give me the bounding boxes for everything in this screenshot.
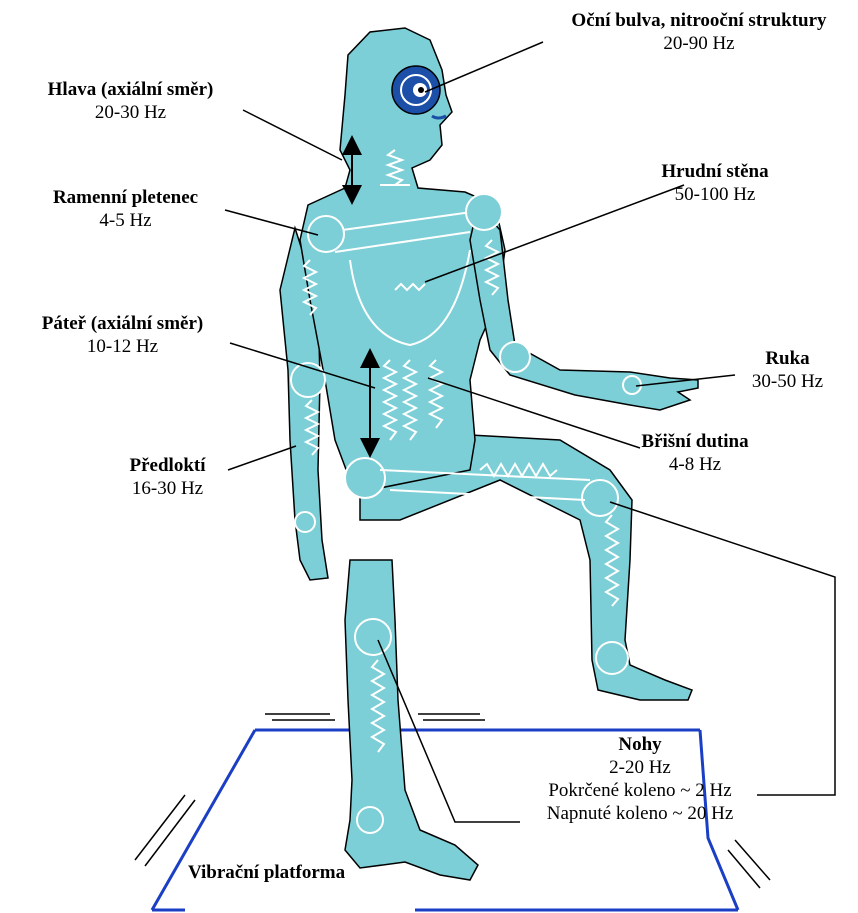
forward-arm: [470, 205, 698, 410]
wrist-joint: [295, 512, 315, 532]
label-spine-value: 10-12 Hz: [20, 335, 225, 358]
label-hand-title: Ruka: [740, 347, 835, 370]
right-shoulder-joint: [466, 194, 502, 230]
label-head-value: 20-30 Hz: [28, 101, 233, 124]
label-eye-value: 20-90 Hz: [547, 32, 851, 55]
label-legs-title: Nohy: [515, 733, 765, 756]
label-head-title: Hlava (axiální směr): [28, 78, 233, 101]
label-eye-title: Oční bulva, nitrooční struktury: [547, 9, 851, 32]
label-spine-title: Páteř (axiální směr): [20, 312, 225, 335]
label-head: Hlava (axiální směr) 20-30 Hz: [28, 78, 233, 124]
label-shoulder-title: Ramenní pletenec: [33, 186, 218, 209]
label-forearm-title: Předloktí: [110, 454, 225, 477]
label-forearm-value: 16-30 Hz: [110, 477, 225, 500]
back-knee-joint: [355, 619, 391, 655]
back-ankle-joint: [357, 807, 383, 833]
label-spine: Páteř (axiální směr) 10-12 Hz: [20, 312, 225, 358]
label-legs-value: 2-20 Hz: [515, 756, 765, 779]
front-ankle-joint: [596, 642, 628, 674]
label-legs-straight: Napnuté koleno ~ 20 Hz: [515, 802, 765, 825]
label-forearm: Předloktí 16-30 Hz: [110, 454, 225, 500]
label-legs: Nohy 2-20 Hz Pokrčené koleno ~ 2 Hz Napn…: [515, 733, 765, 825]
label-eye: Oční bulva, nitrooční struktury 20-90 Hz: [547, 9, 851, 55]
right-elbow-joint: [500, 342, 530, 372]
hip-joint: [345, 458, 385, 498]
label-abdomen-title: Břišní dutina: [620, 430, 770, 453]
eye-icon: [392, 66, 440, 114]
label-hand: Ruka 30-50 Hz: [740, 347, 835, 393]
label-abdomen: Břišní dutina 4-8 Hz: [620, 430, 770, 476]
label-shoulder: Ramenní pletenec 4-5 Hz: [33, 186, 218, 232]
label-platform: Vibrační platforma: [188, 862, 345, 884]
label-chest-value: 50-100 Hz: [640, 183, 790, 206]
label-hand-value: 30-50 Hz: [740, 370, 835, 393]
label-abdomen-value: 4-8 Hz: [620, 453, 770, 476]
label-chest: Hrudní stěna 50-100 Hz: [640, 160, 790, 206]
label-legs-bent: Pokrčené koleno ~ 2 Hz: [515, 779, 765, 802]
label-shoulder-value: 4-5 Hz: [33, 209, 218, 232]
left-elbow-joint: [291, 363, 325, 397]
label-chest-title: Hrudní stěna: [640, 160, 790, 183]
front-knee-joint: [582, 480, 618, 516]
